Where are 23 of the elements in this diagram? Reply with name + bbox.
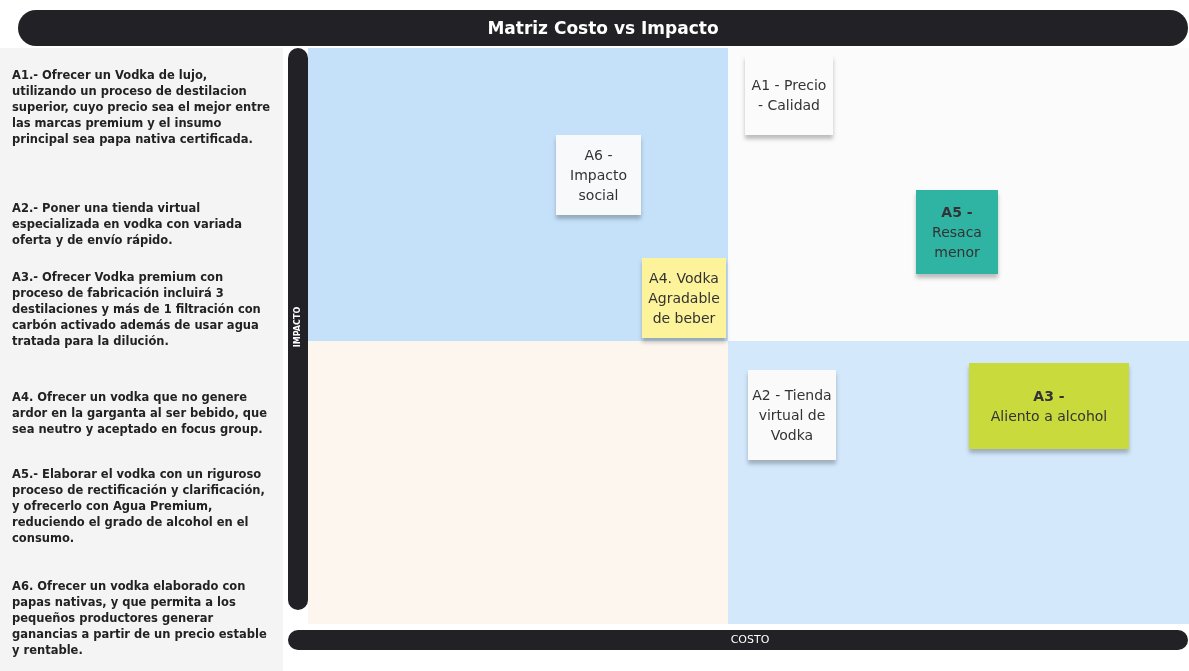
note-text: A1 - Precio - Calidad (750, 76, 828, 115)
sticky-note (916, 190, 998, 274)
sticky-note (642, 258, 726, 338)
note-text: A6 - Impacto social (569, 146, 628, 205)
sticky-note (556, 135, 641, 215)
list-item: A6. Ofrecer un vodka elaborado con papas nativas, y que permita a los pequeños productores generar ganancias a partir de un precio estable y rentable. (12, 578, 268, 658)
axis-label: COSTO (729, 632, 771, 648)
title-bar: Matriz Costo vs Impacto (18, 10, 1188, 46)
note-text: Aliento a alcohol (990, 407, 1108, 426)
sticky-note (969, 363, 1129, 449)
note-text: A5 - (941, 203, 973, 222)
sticky-note (745, 55, 833, 135)
list-item: A4. Ofrecer un vodka que no genere ardor en la garganta al ser bebido, que sea neutro y aceptado en focus group. (12, 389, 268, 437)
note-text: Resaca menor (931, 223, 983, 262)
list-item: A2.- Poner una tienda virtual especializada en vodka con variada oferta y de envío rápido. (12, 200, 244, 248)
note-text: A4. Vodka Agradable de beber (647, 269, 721, 328)
note-text: A2 - Tienda virtual de Vodka (752, 386, 832, 445)
list-item: A5.- Elaborar el vodka con un riguroso proceso de rectificación y clarificación, y ofrecerlo con Agua Premium, reduciendo el grado de alcohol en el consumo. (12, 466, 266, 546)
note-text: A3 - (1033, 387, 1065, 406)
list-item: A3.- Ofrecer Vodka premium con proceso de fabricación incluirá 3 destilaciones y más de 1 filtración con carbón activado además de usar agua tratada para la dilución. (12, 269, 262, 349)
list-item: A1.- Ofrecer un Vodka de lujo, utilizando un proceso de destilacion superior, cuyo precio sea el mejor entre las marcas premium y el insumo principal sea papa nativa certificada. (12, 67, 272, 147)
sticky-note (748, 370, 836, 460)
axis-label: IMPACTO (292, 305, 303, 350)
